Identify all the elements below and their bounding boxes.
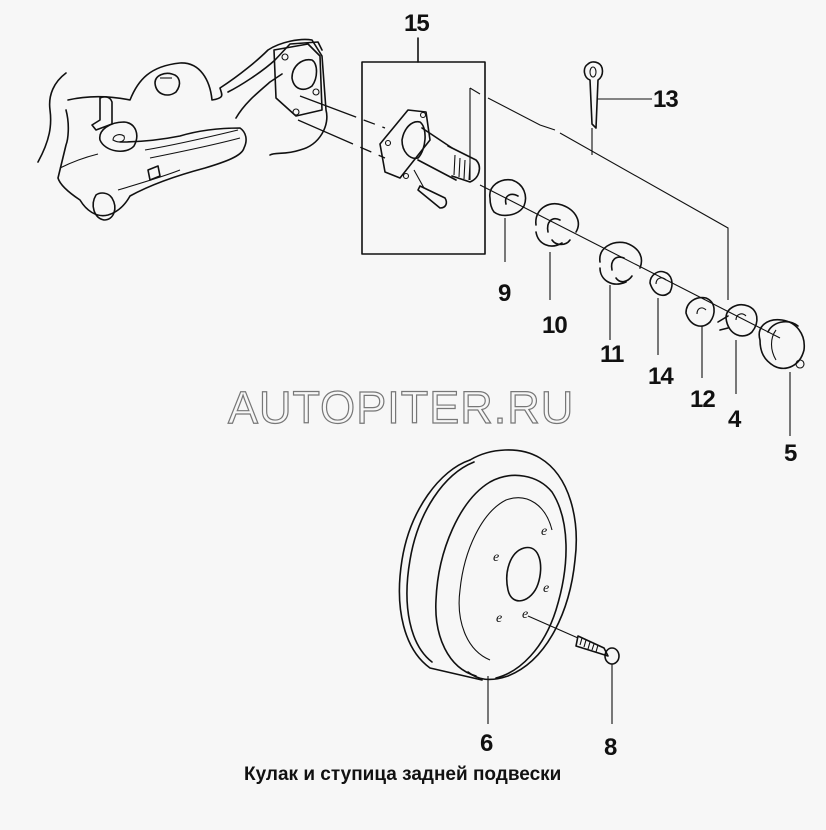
callout-15: 15 (404, 10, 430, 37)
svg-text:e: e (522, 607, 528, 622)
callout-6: 6 (480, 730, 493, 757)
callout-11: 11 (600, 341, 624, 368)
hub-cap (758, 318, 806, 436)
brake-drum: e e e e e (398, 449, 578, 724)
svg-text:e: e (541, 524, 547, 539)
callout-10: 10 (542, 312, 568, 339)
stub-axle-assembly (361, 37, 486, 255)
outer-bearing (599, 241, 643, 340)
diagram-caption: Кулак и ступица задней подвески (244, 764, 562, 785)
rear-axle-beam (37, 38, 328, 221)
inner-bearing (535, 203, 580, 300)
washer (685, 296, 715, 378)
callout-14: 14 (648, 363, 674, 390)
shaft-axis (479, 184, 781, 339)
oil-seal (489, 178, 527, 262)
callout-12: 12 (690, 386, 716, 413)
drum-screw (527, 615, 620, 724)
callout-5: 5 (784, 440, 797, 467)
castle-nut (717, 303, 758, 394)
cotter-pin (583, 61, 652, 155)
callout-9: 9 (498, 280, 511, 307)
bearing-race (649, 270, 673, 355)
callout-4: 4 (728, 406, 741, 433)
svg-text:e: e (543, 581, 549, 596)
callout-13: 13 (653, 86, 679, 113)
watermark: AUTOPITER.RU (227, 381, 575, 433)
svg-text:e: e (496, 611, 502, 626)
svg-text:e: e (493, 550, 499, 565)
callout-8: 8 (604, 734, 617, 761)
